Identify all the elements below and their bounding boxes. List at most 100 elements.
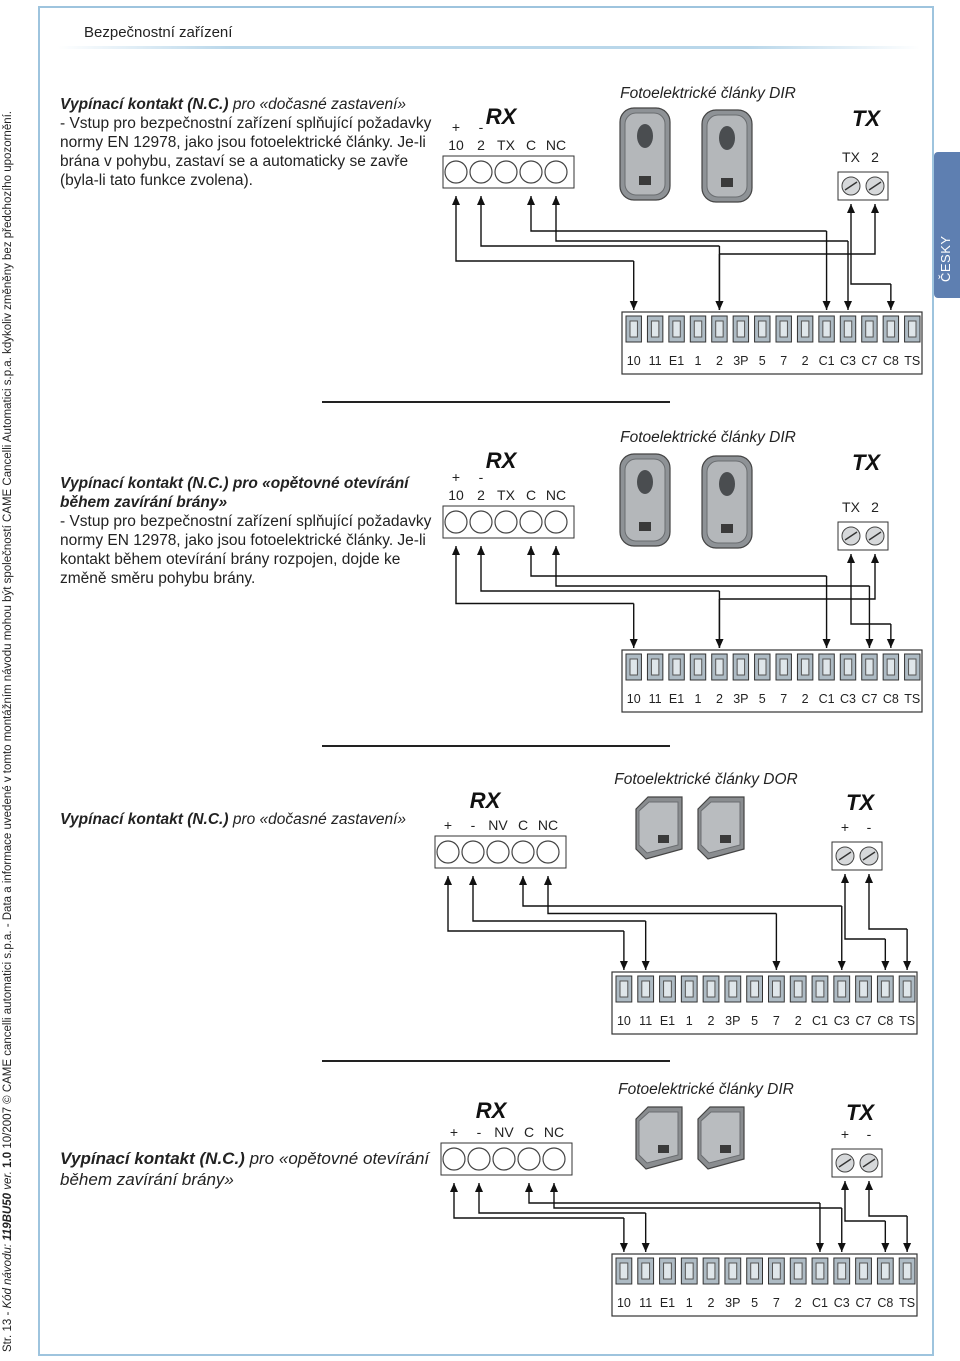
board-terminal-screw xyxy=(880,980,890,998)
board-terminal-label: 11 xyxy=(639,1296,652,1310)
section-mode: pro «opětovné otevírání během zavírání b… xyxy=(60,475,409,511)
tx-terminal-label: + xyxy=(841,819,849,835)
arrow-head xyxy=(886,301,895,310)
board-terminal-screw xyxy=(750,1262,760,1280)
arrow-head xyxy=(822,639,831,648)
photocell-logo xyxy=(721,178,733,187)
language-tab[interactable]: ČESKY xyxy=(934,152,960,298)
arrow-head xyxy=(881,961,890,970)
board-terminal-screw xyxy=(736,658,746,676)
board-terminal-label: 7 xyxy=(773,1296,780,1310)
photocell-lens xyxy=(637,470,653,494)
wire xyxy=(528,1197,820,1204)
board-terminal-label: C1 xyxy=(819,692,835,706)
board-terminal-label: 7 xyxy=(773,1014,780,1028)
board-terminal-screw xyxy=(908,658,917,676)
board-terminal-label: C8 xyxy=(883,692,899,706)
board-terminal-screw xyxy=(837,1262,847,1280)
board-terminal-label: 2 xyxy=(716,354,723,368)
rx-terminal xyxy=(469,160,493,184)
board-terminal-label: C8 xyxy=(883,354,899,368)
board-terminal-screw xyxy=(880,1262,890,1280)
photocell-lens xyxy=(719,472,735,496)
rx-terminal-label: C xyxy=(524,1124,534,1140)
wire xyxy=(555,560,870,587)
rx-terminal-label: TX xyxy=(497,137,516,153)
wire xyxy=(455,560,634,605)
wire xyxy=(868,888,908,930)
rx-terminal xyxy=(536,840,560,864)
board-terminal-label: 7 xyxy=(780,692,787,706)
arrow-head xyxy=(629,639,638,648)
screw-slot xyxy=(844,181,858,191)
section-body: - Vstup pro bezpečnostní zařízení splňuj… xyxy=(60,513,432,587)
board-terminal-screw xyxy=(772,1262,781,1280)
tx-label: TX xyxy=(852,450,881,475)
rx-terminal xyxy=(519,160,543,184)
board-terminal-label: C3 xyxy=(834,1296,850,1310)
board-terminal-screw xyxy=(641,1262,651,1280)
board-terminal-label: 2 xyxy=(795,1014,802,1028)
arrow-head xyxy=(903,1243,912,1252)
arrow-head xyxy=(619,961,628,970)
board-terminal-screw xyxy=(728,980,738,998)
board-terminal-screw xyxy=(843,658,853,676)
rx-terminal-label: C xyxy=(526,487,536,503)
board-terminal-label: 11 xyxy=(649,692,662,706)
board-terminal-label: 5 xyxy=(759,692,766,706)
board-terminal-screw xyxy=(684,1262,694,1280)
arrow-head xyxy=(525,1183,533,1192)
photocell-title: Fotoelektrické články DIR xyxy=(620,429,796,446)
wire xyxy=(480,560,720,592)
wire xyxy=(480,210,720,247)
board-terminal-screw xyxy=(772,980,781,998)
board-terminal-screw xyxy=(619,980,629,998)
photocell-face xyxy=(706,460,748,544)
rx-label: RX xyxy=(470,788,502,813)
wire xyxy=(850,218,891,285)
arrow-head xyxy=(841,1181,849,1190)
board-terminal-screw xyxy=(736,320,746,338)
board-terminal-screw xyxy=(629,658,638,676)
arrow-head xyxy=(886,639,895,648)
arrow-head xyxy=(550,1183,558,1192)
board-terminal-screw xyxy=(908,320,917,338)
photocell-lens xyxy=(719,126,735,150)
board-terminal-label: 2 xyxy=(795,1296,802,1310)
arrow-head xyxy=(452,546,460,555)
wire xyxy=(844,888,886,940)
board-terminal-label: C7 xyxy=(861,354,877,368)
rx-terminal xyxy=(511,840,535,864)
board-terminal-label: E1 xyxy=(669,354,684,368)
section-1-text: Vypínací kontakt (N.C.) pro «dočasné zas… xyxy=(60,95,440,190)
rx-label: RX xyxy=(486,448,518,473)
tx-terminal-label: 2 xyxy=(871,499,879,515)
board-terminal-label: 2 xyxy=(802,354,809,368)
wire xyxy=(472,890,646,922)
rx-terminal-label: NC xyxy=(546,487,566,503)
section-4-text: Vypínací kontakt (N.C.) pro «opětovné ot… xyxy=(60,1148,440,1190)
board-terminal-screw xyxy=(902,1262,912,1280)
page-frame xyxy=(38,6,934,1356)
arrow-head xyxy=(477,546,485,555)
board-terminal-screw xyxy=(715,658,724,676)
photocell-title: Fotoelektrické články DIR xyxy=(618,1081,794,1098)
photocell-face xyxy=(624,458,666,542)
board-terminal-screw xyxy=(843,320,853,338)
board-terminal-label: 2 xyxy=(708,1296,715,1310)
wire xyxy=(455,210,634,262)
wire xyxy=(453,1197,624,1219)
arrow-head xyxy=(469,876,477,885)
board-terminal-label: E1 xyxy=(660,1014,675,1028)
arrow-head xyxy=(552,546,560,555)
board-terminal-screw xyxy=(750,980,760,998)
arrow-head xyxy=(841,874,849,883)
rx-terminal xyxy=(444,510,468,534)
arrow-head xyxy=(865,639,874,648)
board-terminal-label: TS xyxy=(904,692,920,706)
board-terminal-screw xyxy=(837,980,847,998)
arrow-head xyxy=(871,204,879,213)
board-terminal-screw xyxy=(728,1262,738,1280)
board-terminal-screw xyxy=(902,980,912,998)
